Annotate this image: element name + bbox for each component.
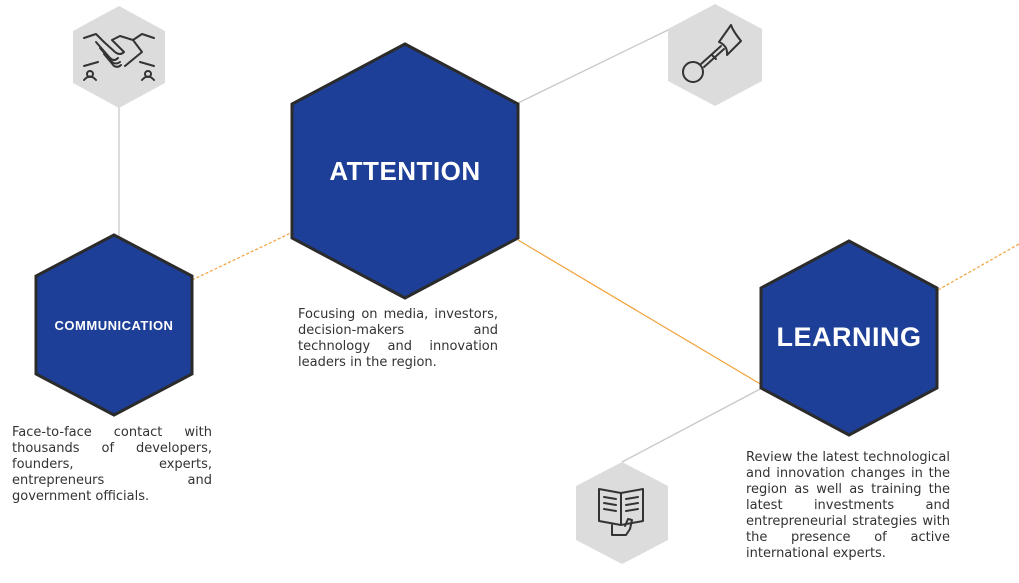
learning-description: Review the latest technological and inno… <box>746 450 950 561</box>
connector-learning-offpage <box>937 243 1019 291</box>
connector-communication-attention <box>191 231 294 281</box>
attention-description: Focusing on media, investors, decision-m… <box>298 307 498 370</box>
communication-description: Face-to-face contact with thousands of d… <box>12 425 212 504</box>
learning-label: LEARNING <box>776 322 922 352</box>
attention-label: ATTENTION <box>329 156 481 186</box>
open-book-icon <box>598 488 644 536</box>
connector-attention-learning <box>517 239 763 386</box>
trumpet-icon <box>682 24 742 83</box>
trumpet-hexagon <box>668 4 762 106</box>
communication-hexagon <box>34 233 194 417</box>
attention-hexagon <box>290 42 520 300</box>
handshake-icon <box>83 33 155 81</box>
learning-hexagon <box>759 239 939 437</box>
connector-attention-trumpet <box>517 29 669 104</box>
connector-learning-book <box>621 387 763 463</box>
handshake-hexagon <box>73 6 165 108</box>
communication-label: COMMUNICATION <box>54 318 174 333</box>
